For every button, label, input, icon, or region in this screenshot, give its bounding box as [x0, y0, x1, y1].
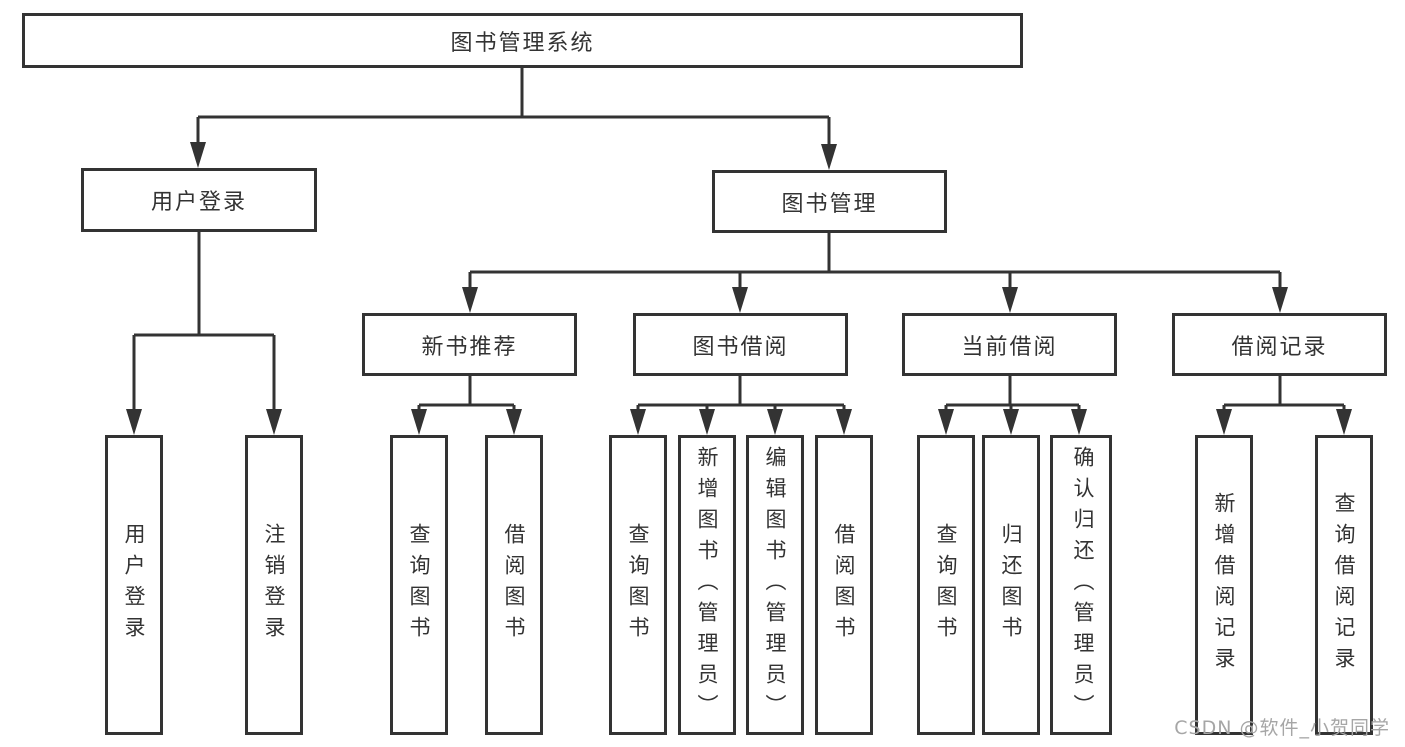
leaf-recommend-borrow-books: 借阅图书 — [485, 435, 543, 735]
node-current-borrow: 当前借阅 — [902, 313, 1117, 376]
leaf-user-login: 用户登录 — [105, 435, 163, 735]
leaf-query-borrow-record: 查询借阅记录 — [1315, 435, 1373, 735]
node-book-management: 图书管理 — [712, 170, 947, 233]
leaf-add-borrow-record: 新增借阅记录 — [1195, 435, 1253, 735]
node-root-library-system: 图书管理系统 — [22, 13, 1023, 68]
leaf-add-books-admin: 新增图书（管理员） — [678, 435, 736, 735]
leaf-borrow-books: 借阅图书 — [815, 435, 873, 735]
leaf-edit-books-admin: 编辑图书（管理员） — [746, 435, 804, 735]
node-borrow-records: 借阅记录 — [1172, 313, 1387, 376]
node-book-borrow: 图书借阅 — [633, 313, 848, 376]
leaf-borrow-query-books: 查询图书 — [609, 435, 667, 735]
leaf-recommend-query-books: 查询图书 — [390, 435, 448, 735]
leaf-confirm-return-admin: 确认归还（管理员） — [1050, 435, 1112, 735]
leaf-logout: 注销登录 — [245, 435, 303, 735]
leaf-return-books: 归还图书 — [982, 435, 1040, 735]
csdn-watermark: CSDN @软件_小贺同学 — [1174, 717, 1390, 739]
node-new-book-recommend: 新书推荐 — [362, 313, 577, 376]
leaf-current-query-books: 查询图书 — [917, 435, 975, 735]
node-user-login: 用户登录 — [81, 168, 317, 232]
